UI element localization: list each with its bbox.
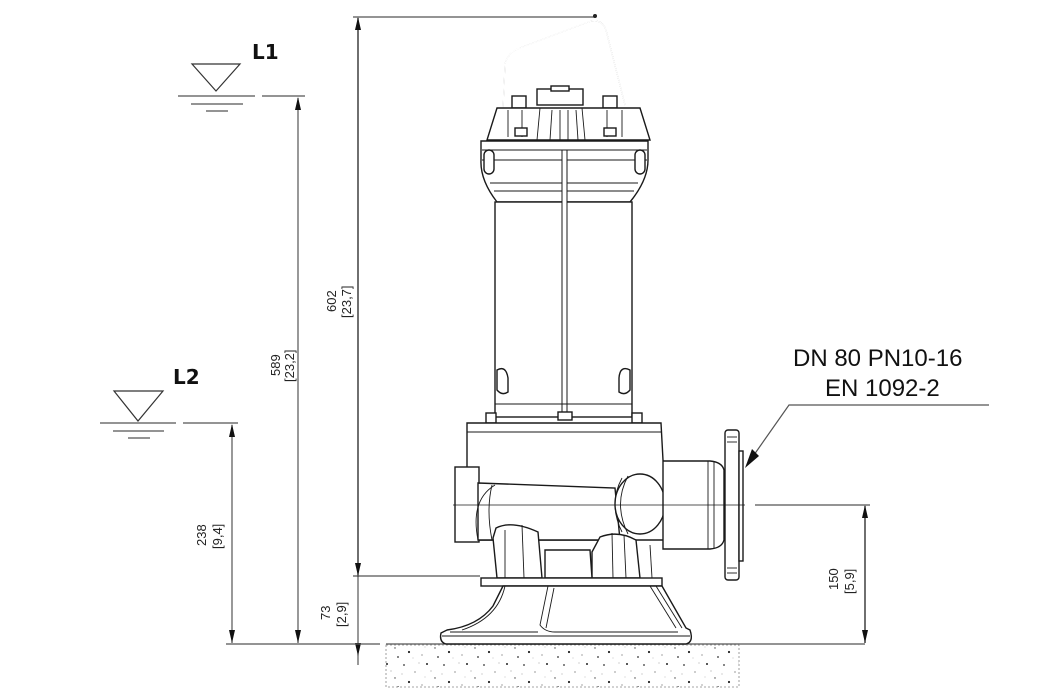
dimension-total-height: 602 [23,7] (324, 16, 596, 577)
level-l2-label: L2 (173, 365, 200, 389)
arrow-up-icon (355, 643, 361, 656)
dimension-l2-height: 238 [9,4] (194, 424, 235, 643)
flange-spec-line1: DN 80 PN10-16 (793, 345, 962, 372)
arrow-down-icon (229, 630, 235, 643)
arrow-up-icon (355, 17, 361, 30)
arrow-down-icon (295, 630, 301, 643)
inlet-stub (454, 466, 480, 543)
dim-base-mm: 73 (318, 606, 333, 620)
dim-l1-mm: 589 (268, 354, 283, 376)
level-l2-marker: L2 (100, 365, 238, 439)
flange-spec-line2: EN 1092-2 (825, 375, 940, 402)
flange-callout: DN 80 PN10-16 EN 1092-2 (745, 345, 989, 468)
dimension-base-height: 73 [2,9] (318, 575, 480, 665)
arrow-up-icon (229, 424, 235, 437)
discharge-elbow (614, 473, 666, 535)
dim-total-inch: [23,7] (339, 285, 354, 318)
arrow-up-icon (862, 505, 868, 518)
water-level-triangle-icon (112, 390, 165, 422)
handle-top-point (593, 14, 597, 18)
level-l1-label: L1 (252, 40, 279, 64)
leader-arrow-icon (745, 449, 759, 468)
dim-base-inch: [2,9] (334, 602, 349, 627)
arrow-up-icon (295, 97, 301, 110)
dim-l1-inch: [23,2] (282, 349, 297, 382)
pump-stand (439, 585, 693, 645)
dim-l2-inch: [9,4] (210, 524, 225, 549)
cable-channel (561, 149, 568, 419)
water-level-triangle-icon (190, 63, 242, 92)
concrete-floor (385, 644, 740, 688)
dimension-l1-height: 589 [23,2] (268, 97, 301, 643)
dim-total-mm: 602 (324, 290, 339, 312)
level-l1-marker: L1 (178, 40, 305, 112)
dim-l2-mm: 238 (194, 524, 209, 546)
arrow-down-icon (355, 563, 361, 576)
arrow-down-icon (862, 630, 868, 643)
dim-outlet-inch: [5,9] (842, 569, 857, 594)
motor-cap (486, 107, 651, 141)
dimension-outlet-height: 150 [5,9] (755, 504, 870, 643)
base-plate (480, 577, 663, 587)
dim-outlet-mm: 150 (826, 568, 841, 590)
pump-body (439, 14, 745, 645)
